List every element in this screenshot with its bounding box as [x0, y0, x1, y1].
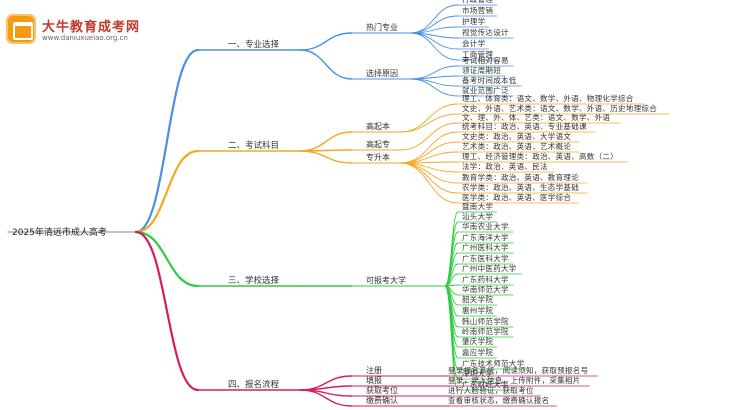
leaf-connector [399, 122, 459, 151]
leaf-label: 视觉传达设计 [462, 28, 509, 37]
leaf-connector [409, 32, 459, 61]
group-label: 专升本 [366, 153, 390, 162]
leaf-label: 工商管理 [462, 50, 494, 59]
leaf-label: 广东药科大学 [462, 275, 509, 284]
leaf-label: 进行人脸验证，获取考位 [448, 386, 534, 395]
leaf-label: 文史、外语、艺术类：语文、数学、外语、历史地理综合 [462, 104, 657, 113]
leaf-label: 查看审核状态，缴费确认报名 [448, 396, 550, 405]
leaf-label: 韩山师范学院 [462, 317, 509, 326]
leaf-label: 广东技术师范大学 [462, 359, 525, 368]
leaf-label: 备考时间成本低 [462, 76, 517, 85]
group-label: 注册 [366, 366, 382, 375]
section-connector [134, 230, 200, 392]
brand-name: 大牛教育成考网 [42, 20, 141, 35]
leaf-label: 考试相对容易 [462, 56, 509, 65]
group-label: 可报考大学 [366, 276, 406, 285]
leaf-connector [409, 4, 459, 34]
group-connector [299, 385, 353, 391]
group-label: 高起专 [366, 140, 390, 149]
section-label: 四、报名流程 [228, 380, 280, 390]
leaf-connector [444, 285, 459, 391]
group-label: 填报 [366, 376, 382, 385]
leaf-connector [409, 78, 459, 97]
leaf-connector [444, 231, 459, 287]
leaf-label: 农学类：政治、英语、生态学基础 [462, 183, 579, 192]
leaf-connector [399, 151, 459, 164]
leaf-label: 就业范围广泛 [462, 86, 509, 95]
leaf-label: 广州医科大学 [462, 243, 509, 252]
group-label: 热门专业 [366, 23, 398, 32]
group-label: 缴费确认 [366, 396, 398, 405]
leaf-connector [399, 103, 459, 133]
section-connector [134, 48, 200, 234]
leaf-label: 肇庆学院 [462, 337, 494, 346]
leaf-label: 法学：政治、英语、民法 [462, 162, 548, 171]
leaf-label: 广州中医药大学 [462, 264, 517, 273]
leaf-label: 汕头大学 [462, 212, 494, 221]
leaf-label: 理工、经济管理类：政治、英语、高数（二） [462, 152, 618, 161]
leaf-label: 岭南师范学院 [462, 327, 509, 336]
leaf-label: 登录，录入信息，上传附件，采集相片 [448, 376, 581, 385]
leaf-label: 行政管理 [462, 0, 493, 5]
leaf-label: 理工、体育类：语文、数学、外语、物理化学综合 [462, 94, 634, 103]
leaf-label: 惠州学院 [462, 306, 494, 315]
leaf-label: 华南农业大学 [462, 222, 509, 231]
leaf-label: 嘉应学院 [462, 348, 494, 357]
group-connector [299, 150, 353, 164]
section-label: 一、专业选择 [228, 40, 280, 50]
group-label: 高起本 [366, 122, 390, 131]
group-connector [299, 32, 353, 51]
leaf-connector [399, 162, 459, 204]
section-connector [134, 149, 200, 234]
section-connector [134, 230, 200, 288]
leaf-label: 广东财经大学 [462, 380, 509, 389]
leaf-label: 医学类：政治、英语、医学综合 [462, 193, 572, 202]
graduation-book-icon [6, 14, 36, 44]
group-connector [299, 389, 353, 407]
leaf-label: 登录报名系统，阅读须知，获取预报名号 [448, 366, 589, 375]
group-label: 选择原因 [366, 69, 398, 78]
group-label: 获取考位 [366, 386, 398, 395]
root-topic: 2025年清远市成人高考 [12, 228, 107, 238]
leaf-label: 文、理、外、体、艺类：语文、数学、外语 [462, 113, 611, 122]
leaf-label: 会计学 [462, 39, 486, 48]
leaf-label: 暨南大学 [462, 202, 494, 211]
leaf-label: 韶关学院 [462, 295, 494, 304]
leaf-label: 市场营销 [462, 6, 494, 15]
leaf-label: 文史类：政治、英语、大学语文 [462, 132, 572, 141]
leaf-label: 广东海洋大学 [462, 233, 509, 242]
leaf-label: 教育学类：政治、英语、教育理论 [462, 173, 579, 182]
group-connector [299, 131, 353, 152]
brand-logo: 大牛教育成考网 www.daniuxueiao.org.cn [6, 14, 156, 48]
leaf-connector [399, 113, 459, 133]
section-label: 二、考试科目 [228, 141, 280, 151]
leaf-connector [399, 162, 459, 184]
leaf-label: 护理学 [462, 17, 486, 26]
leaf-label: 华南师范大学 [462, 285, 509, 294]
section-label: 三、学校选择 [228, 276, 280, 286]
leaf-label: 广东医科大学 [462, 254, 509, 263]
leaf-label: 统考科目：政治、英语、专业基础课 [462, 122, 587, 131]
leaf-label: 领证周期短 [462, 66, 501, 75]
leaf-label: 深圳大学 [462, 369, 494, 378]
group-connector [299, 49, 353, 80]
leaf-label: 艺术类：政治、英语、艺术概论 [462, 142, 572, 151]
leaf-connector [409, 75, 459, 80]
brand-url: www.daniuxueiao.org.cn [42, 34, 128, 42]
